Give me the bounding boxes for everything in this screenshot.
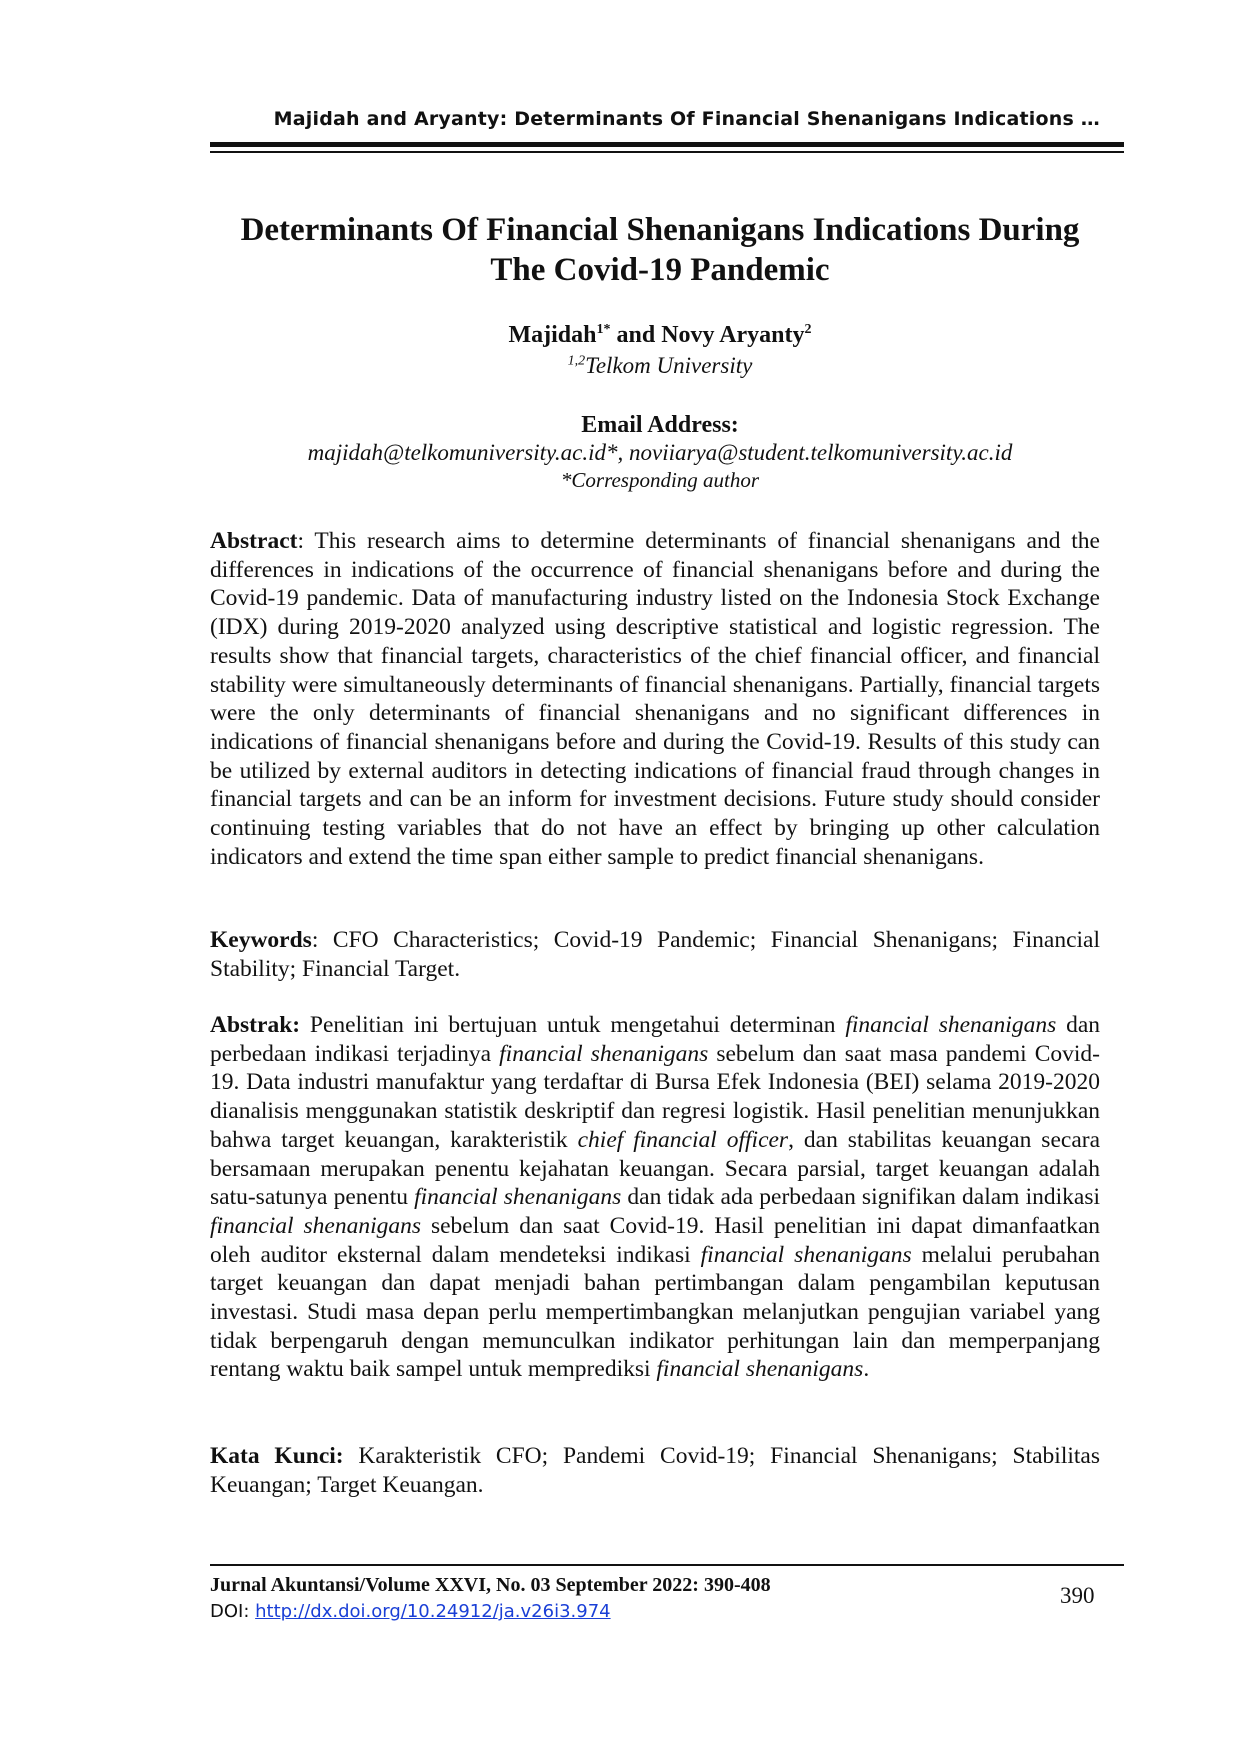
header-rule-thin [210, 151, 1124, 153]
affiliation: 1,2Telkom University [200, 353, 1120, 379]
author-1-mark: 1* [596, 322, 611, 337]
abstract-text: : This research aims to determine determ… [210, 528, 1100, 870]
doi-label: DOI: [210, 1601, 256, 1622]
abstrak-italic-term: financial shenanigans [845, 1012, 1057, 1038]
kata-kunci-paragraph: Kata Kunci: Karakteristik CFO; Pandemi C… [210, 1442, 1100, 1499]
corresponding-note: *Corresponding author [560, 468, 760, 492]
keywords-label: Keywords [210, 927, 312, 953]
abstrak-text: sebelum dan saat masa pandemi Covid-19. … [210, 1040, 1101, 1153]
abstrak-text: dan perbedaan indikasi terjadinya [210, 1012, 1100, 1067]
abstrak-text: sebelum dan saat Covid-19. Hasil penelit… [210, 1212, 1100, 1268]
email-heading: Email Address: [581, 412, 739, 438]
abstrak-italic-term: financial shenanigans [499, 1040, 709, 1067]
abstrak-paragraph: Abstrak: Penelitian ini bertujuan untuk … [210, 1011, 1100, 1384]
abstrak-text: , dan stabilitas keuangan secara bersama… [210, 1126, 1101, 1211]
header-rule-thick [210, 142, 1124, 147]
kata-kunci-label: Kata Kunci: [210, 1443, 344, 1469]
abstrak-text: . [863, 1356, 870, 1383]
page-number: 390 [1060, 1583, 1095, 1608]
author-1: Majidah [508, 322, 597, 348]
abstrak-italic-term: financial shenanigans [656, 1356, 864, 1383]
email-addresses: majidah@telkomuniversity.ac.id*, noviiar… [307, 440, 1013, 465]
abstrak-italic-term: chief financial officer [577, 1126, 789, 1153]
abstrak-text: Penelitian ini bertujuan untuk mengetahu… [300, 1012, 846, 1038]
abstrak-label: Abstrak: [210, 1012, 301, 1038]
doi-link[interactable]: http://dx.doi.org/10.24912/ja.v26i3.974 [255, 1601, 611, 1622]
title-line-2: The Covid-19 Pandemic [490, 252, 830, 288]
title-line-1: Determinants Of Financial Shenanigans In… [240, 212, 1080, 248]
affiliation-mark: 1,2 [567, 353, 586, 369]
abstrak-italic-term: financial shenanigans [414, 1184, 622, 1211]
author-2-mark: 2 [804, 322, 812, 337]
abstract-paragraph: Abstract: This research aims to determin… [210, 527, 1100, 871]
author-conj: and [610, 322, 662, 348]
affiliation-name: Telkom University [585, 353, 753, 378]
keywords-paragraph: Keywords: CFO Characteristics; Covid-19 … [210, 926, 1100, 983]
abstrak-italic-term: financial shenanigans [700, 1241, 912, 1268]
author-line: Majidah1* and Novy Aryanty2 [200, 322, 1120, 349]
kata-kunci-text: Karakteristik CFO; Pandemi Covid-19; Fin… [210, 1443, 1100, 1498]
abstract-label: Abstract [210, 528, 298, 554]
author-2: Novy Aryanty [661, 322, 805, 348]
abstrak-text: melalui perubahan target keuangan dan da… [210, 1241, 1101, 1383]
abstrak-text: dan tidak ada perbedaan signifikan dalam… [621, 1184, 1100, 1211]
keywords-text: : CFO Characteristics; Covid-19 Pandemic… [210, 927, 1100, 982]
journal-citation: Jurnal Akuntansi/Volume XXVI, No. 03 Sep… [210, 1574, 771, 1596]
abstrak-italic-term: financial shenanigans [210, 1212, 422, 1239]
running-head: Majidah and Aryanty: Determinants Of Fin… [273, 108, 1100, 130]
paper-title: Determinants Of Financial Shenanigans In… [200, 210, 1120, 290]
footer-rule [210, 1564, 1124, 1566]
doi-line: DOI: http://dx.doi.org/10.24912/ja.v26i3… [210, 1601, 611, 1622]
